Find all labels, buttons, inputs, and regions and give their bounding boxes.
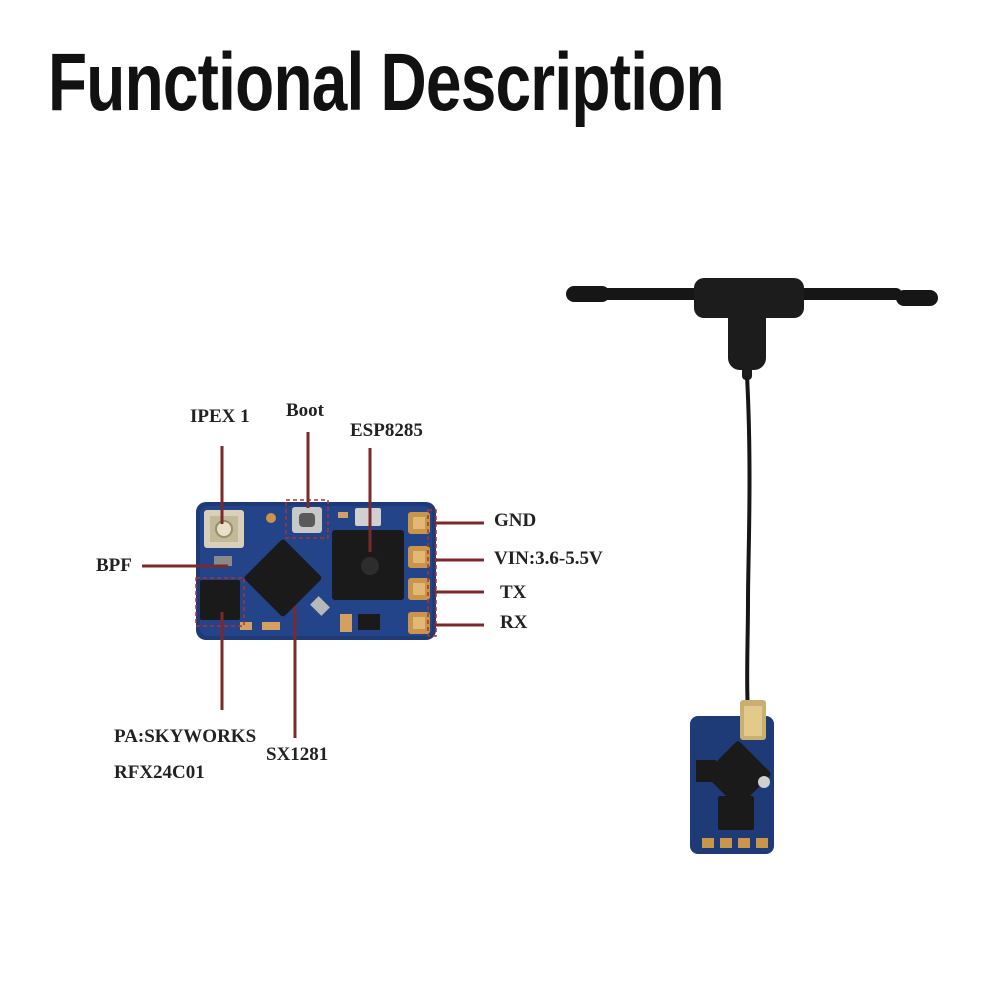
receiver-board [196,502,436,640]
label-bpf: BPF [96,555,132,576]
label-ipex: IPEX 1 [190,406,250,427]
label-vin: VIN:3.6-5.5V [494,548,603,569]
rx-pad [408,612,430,634]
tx-pad [408,578,430,600]
label-gnd: GND [494,510,537,531]
ipex-connector [204,510,244,548]
pa-chip [200,580,240,620]
gnd-pad [408,512,430,534]
page-title: Functional Description [48,37,725,128]
sx1281-chip [244,539,322,617]
esp8285-chip [332,530,404,600]
label-rx: RX [500,612,528,633]
t-antenna [566,278,938,713]
vin-pad [408,546,430,568]
label-sx1281: SX1281 [266,744,329,765]
label-pa-line1: PA:SKYWORKS [114,726,257,747]
boot-button [292,507,322,533]
label-pa-line2: RFX24C01 [114,762,205,783]
leader-lines [142,432,484,738]
label-tx: TX [500,582,527,603]
label-boot: Boot [286,400,324,421]
small-board [690,700,774,854]
label-esp8285: ESP8285 [350,420,423,441]
